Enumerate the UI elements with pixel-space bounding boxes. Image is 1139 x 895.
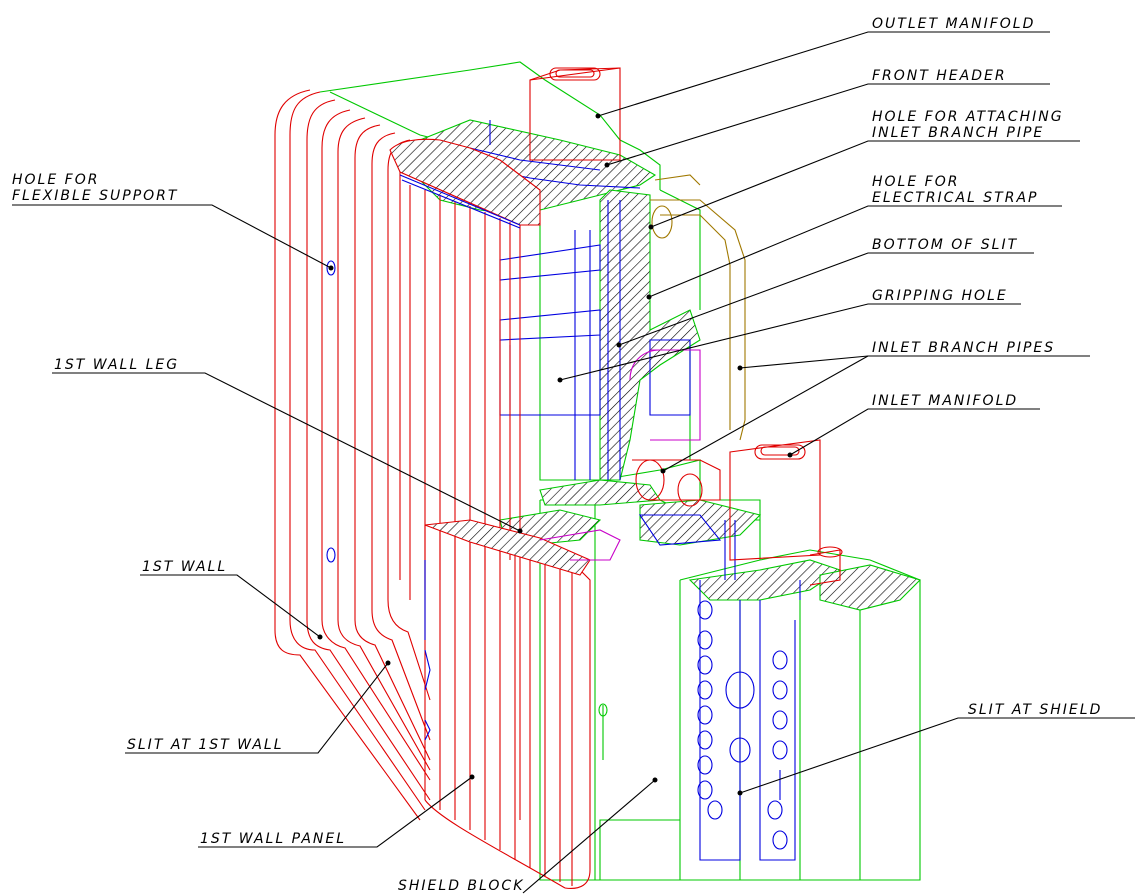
label-hole-inlet-branch-line2: INLET BRANCH PIPE	[872, 125, 1044, 141]
flexible-support-holes	[326, 260, 336, 563]
first-wall-panels	[274, 89, 541, 821]
label-front-header: FRONT HEADER	[872, 68, 1007, 84]
label-first-wall-leg: 1ST WALL LEG	[54, 357, 179, 373]
label-slit-shield: SLIT AT SHIELD	[968, 702, 1102, 718]
first-wall-front-panel	[424, 519, 591, 889]
label-outlet-manifold: OUTLET MANIFOLD	[872, 16, 1035, 32]
inlet-branch-pipes	[539, 174, 843, 586]
label-slit-first-wall: SLIT AT 1ST WALL	[127, 737, 284, 753]
label-hole-inlet-branch-line1: HOLE FOR ATTACHING	[872, 109, 1064, 125]
label-inlet-branch-pipes: INLET BRANCH PIPES	[872, 340, 1055, 356]
label-first-wall-panel: 1ST WALL PANEL	[200, 831, 346, 847]
label-gripping-hole: GRIPPING HOLE	[872, 288, 1008, 304]
label-inlet-manifold: INLET MANIFOLD	[872, 393, 1018, 409]
label-bottom-of-slit: BOTTOM OF SLIT	[872, 237, 1018, 253]
label-hole-electrical-line1: HOLE FOR	[872, 174, 959, 190]
label-hole-electrical-line2: ELECTRICAL STRAP	[872, 190, 1038, 206]
outlet-manifold	[529, 67, 621, 161]
label-first-wall: 1ST WALL	[142, 559, 227, 575]
labels: OUTLET MANIFOLD FRONT HEADER HOLE FOR AT…	[12, 16, 1102, 894]
label-hole-flexible-line2: FLEXIBLE SUPPORT	[12, 188, 178, 204]
label-hole-flexible-line1: HOLE FOR	[12, 172, 99, 188]
leader-lines	[12, 31, 1135, 894]
label-shield-block: SHIELD BLOCK	[398, 878, 524, 894]
